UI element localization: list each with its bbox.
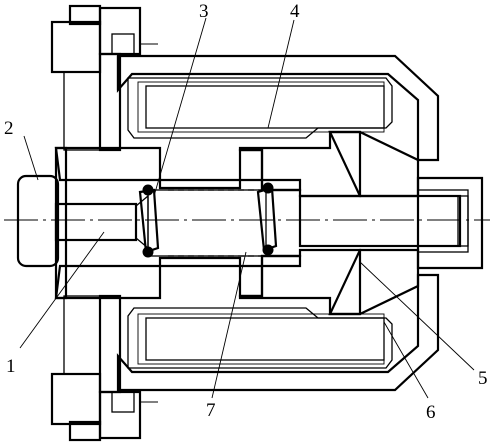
callout-7: 7 — [206, 400, 216, 421]
callout-3: 3 — [199, 1, 209, 22]
hub-left — [54, 146, 302, 300]
knurled-ring-lower — [50, 295, 102, 442]
spring-3 — [138, 182, 278, 258]
leader-lines — [19, 17, 475, 399]
coil-upper — [127, 77, 393, 139]
callout-6: 6 — [426, 402, 436, 423]
callout-4: 4 — [290, 1, 300, 22]
pole-piece — [328, 130, 420, 316]
housing-upper — [116, 54, 440, 162]
callout-1: 1 — [6, 356, 16, 377]
coil-lower — [127, 307, 393, 369]
end-cap — [416, 176, 484, 270]
callout-5: 5 — [478, 368, 488, 389]
callout-labels: 1 2 3 4 5 6 7 — [4, 1, 488, 423]
housing-lower — [116, 273, 440, 392]
knurled-ring-upper — [50, 4, 102, 151]
callout-2: 2 — [4, 118, 14, 139]
